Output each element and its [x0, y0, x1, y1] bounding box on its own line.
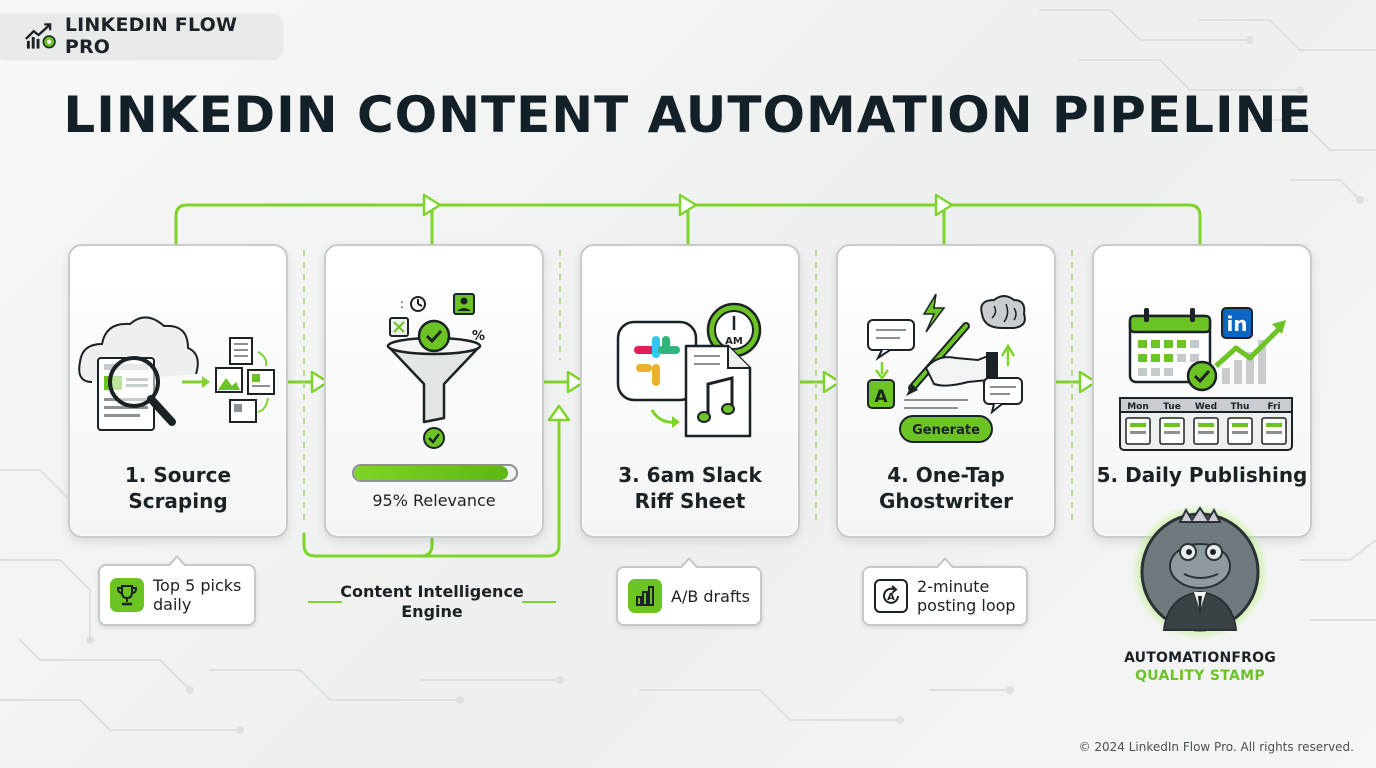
step-card-daily-publishing: in Mon Tue Wed Thu Fri 5. Daily Pu [1092, 244, 1312, 538]
callout-text: 2-minute posting loop [917, 577, 1016, 615]
engine-label: Content Intelligence Engine [340, 582, 524, 621]
arrow-head-1 [310, 370, 330, 394]
linkedin-logo: in [1226, 312, 1247, 336]
loop-connector-3-4 [686, 203, 946, 246]
callout-text: Top 5 picks daily [153, 576, 242, 614]
calendar-linkedin-growth-icon: in Mon Tue Wed Thu Fri [1119, 307, 1293, 451]
svg-text::: : [400, 297, 404, 311]
weekday-label: Mon [1127, 402, 1149, 412]
clock-am-label: AM [725, 336, 743, 347]
frog-king-badge-icon [1132, 504, 1268, 640]
hand-pen-brain-icon: A Generate [867, 293, 1026, 443]
generate-button-label[interactable]: Generate [912, 423, 980, 438]
step-card-source-scraping: 1. Source Scraping [68, 244, 288, 538]
bar-chart-icon [628, 579, 662, 613]
svg-text:%: % [472, 329, 485, 344]
callout-posting-loop: A 2-minute posting loop [862, 557, 1028, 626]
weekday-label: Wed [1195, 402, 1217, 412]
copyright-text: © 2024 LinkedIn Flow Pro. All rights res… [1078, 740, 1354, 754]
cloud-magnifier-documents-icon [78, 316, 275, 431]
svg-text:A: A [874, 387, 888, 407]
page-title: LINKEDIN CONTENT AUTOMATION PIPELINE [63, 86, 1313, 144]
arrow-head-top-2 [678, 193, 698, 217]
loop-connector-4-5 [942, 203, 1202, 246]
slack-clock-music-sheet-icon: AM [616, 302, 762, 438]
step-title: 1. Source Scraping [124, 463, 232, 513]
svg-text:A: A [887, 592, 895, 603]
loop-connector-2-3 [430, 203, 690, 246]
stamp-title: AUTOMATIONFROG [1124, 650, 1276, 666]
arrow-head-top-1 [422, 193, 442, 217]
callout-text: A/B drafts [671, 586, 750, 606]
trophy-icon [110, 578, 144, 612]
engine-divider-right [522, 601, 556, 603]
weekday-label: Fri [1267, 402, 1280, 412]
filter-funnel-check-icon: % : [386, 293, 485, 449]
weekday-label: Tue [1163, 402, 1181, 412]
brand-name: LINKEDIN FLOW PRO [64, 14, 238, 58]
brand-badge: LINKEDIN FLOW PRO [0, 14, 282, 58]
generate-button-shape[interactable] [899, 415, 993, 443]
step-title: 4. One-Tap Ghostwriter [878, 463, 1014, 513]
growth-chart-gear-icon [25, 23, 56, 49]
step-card-one-tap-ghostwriter: A Generate 4. One-Tap Ghostwriter [836, 244, 1056, 538]
callout-top-picks: Top 5 picks daily [98, 555, 256, 626]
step-title: 3. 6am Slack Riff Sheet [618, 463, 762, 513]
relevance-progress-bar [352, 464, 518, 482]
refresh-loop-icon: A [874, 579, 908, 613]
step-card-content-filter: % : 95% Relevance [324, 244, 544, 538]
engine-loop-drop [419, 532, 434, 558]
weekday-label: Thu [1231, 402, 1250, 412]
callout-ab-drafts: A/B drafts [616, 557, 762, 626]
engine-loop-connector [302, 412, 561, 558]
arrow-head-3 [822, 370, 842, 394]
step-card-slack-riff-sheet: AM 3. 6am Slack Riff Sheet [580, 244, 800, 538]
arrow-head-4 [1078, 370, 1098, 394]
relevance-progress-fill [354, 466, 508, 480]
engine-divider-left [308, 601, 342, 603]
relevance-label: 95% Relevance [372, 491, 496, 510]
arrow-head-2 [566, 370, 586, 394]
step-title: 5. Daily Publishing [1096, 463, 1308, 487]
arrow-head-up [547, 404, 571, 422]
loop-connector-1-2 [174, 203, 434, 246]
arrow-head-top-3 [934, 193, 954, 217]
stamp-subtitle: QUALITY STAMP [1135, 668, 1265, 684]
